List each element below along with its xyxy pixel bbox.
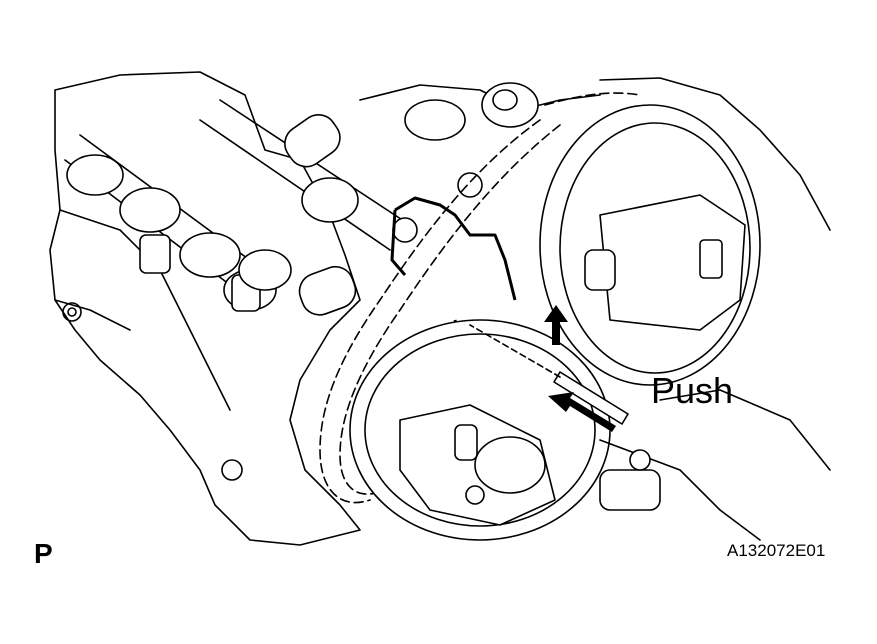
camshaft-right xyxy=(199,99,411,316)
pin-tool xyxy=(469,324,629,425)
arrow-left-icon xyxy=(548,392,616,432)
lower-right-hardware xyxy=(599,389,831,541)
upper-cam-sprocket xyxy=(539,104,761,386)
timing-chain xyxy=(319,92,641,504)
push-label: Push xyxy=(651,370,734,411)
upper-housing xyxy=(359,77,831,243)
figure-code: A132072E01 xyxy=(727,541,826,560)
camshaft-left xyxy=(64,134,277,312)
cylinder-head-outline xyxy=(49,71,361,546)
view-letter: P xyxy=(34,538,53,569)
arrow-up-icon xyxy=(544,305,568,345)
lower-cam-sprocket xyxy=(349,319,611,541)
